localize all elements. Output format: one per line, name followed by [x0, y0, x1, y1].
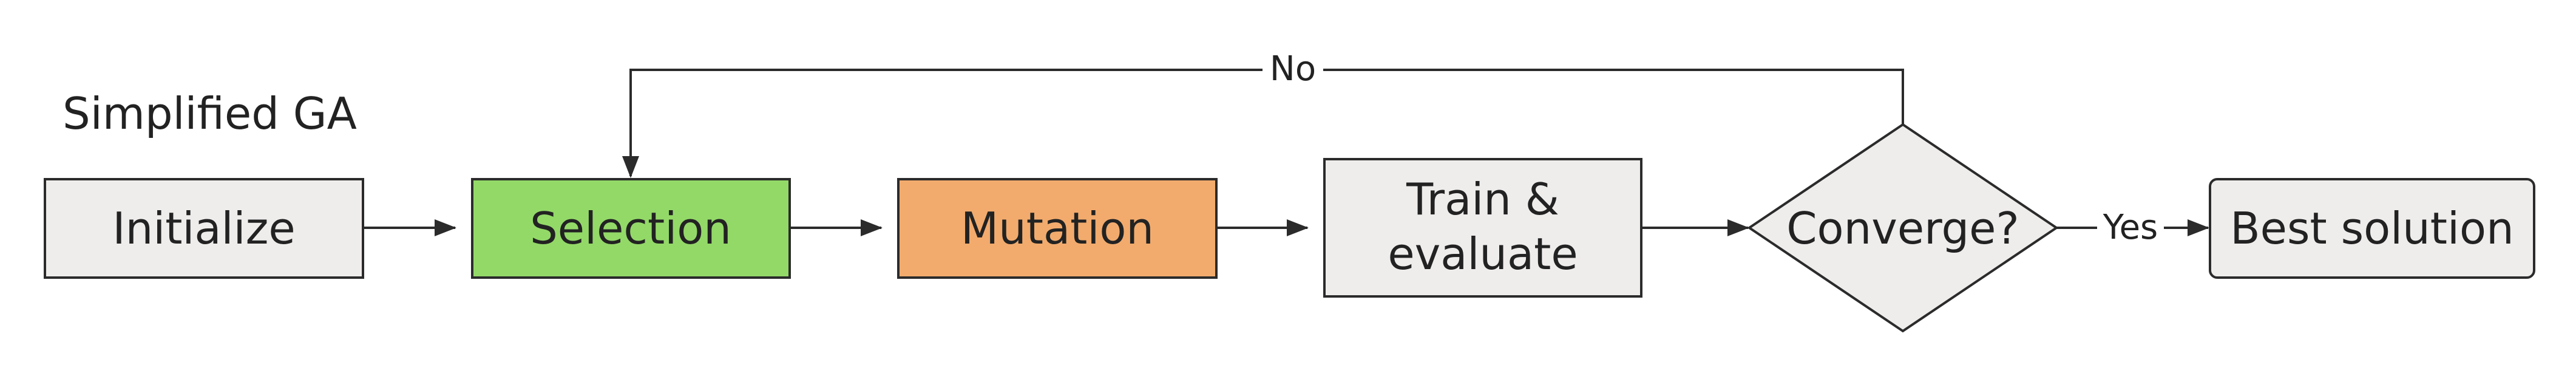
node-initialize-label: Initialize: [112, 203, 295, 254]
node-best-solution-box: [2209, 178, 2535, 279]
node-initialize-box: [44, 178, 364, 279]
node-train-evaluate-label-2: evaluate: [1388, 228, 1578, 279]
node-converge: Converge?: [1747, 123, 2059, 333]
node-converge-label: Converge?: [1786, 203, 2019, 254]
node-selection-label: Selection: [530, 203, 731, 254]
node-mutation-box: [897, 178, 1218, 279]
arrowhead-converge-best: [2188, 219, 2209, 236]
node-initialize: Initialize: [44, 178, 364, 279]
node-selection-box: [471, 178, 791, 279]
node-best-solution: Best solution: [2209, 178, 2535, 279]
node-converge-diamond: [1747, 123, 2059, 333]
edge-label-yes: Yes: [2103, 208, 2158, 247]
node-selection: Selection: [471, 178, 791, 279]
arrowhead-initialize-selection: [435, 219, 456, 236]
arrowhead-mutation-train: [1287, 219, 1309, 236]
arrowhead-no-selection: [622, 156, 639, 178]
edge-label-no: No: [1270, 49, 1316, 89]
node-best-solution-label: Best solution: [2230, 203, 2513, 254]
node-mutation-label: Mutation: [961, 203, 1154, 254]
node-train-evaluate-label-1: Train &: [1406, 174, 1559, 225]
node-train-evaluate-box: [1323, 158, 1642, 298]
diagram-title: Simplified GA: [63, 88, 357, 139]
node-mutation: Mutation: [897, 178, 1218, 279]
edge-no-loop-right: [1323, 69, 1904, 125]
edge-no-loop-left: [629, 69, 1263, 176]
edges: [363, 69, 2209, 236]
node-train-evaluate: Train & evaluate: [1323, 158, 1642, 298]
arrowhead-train-converge: [1727, 219, 1749, 236]
arrowhead-selection-mutation: [861, 219, 883, 236]
